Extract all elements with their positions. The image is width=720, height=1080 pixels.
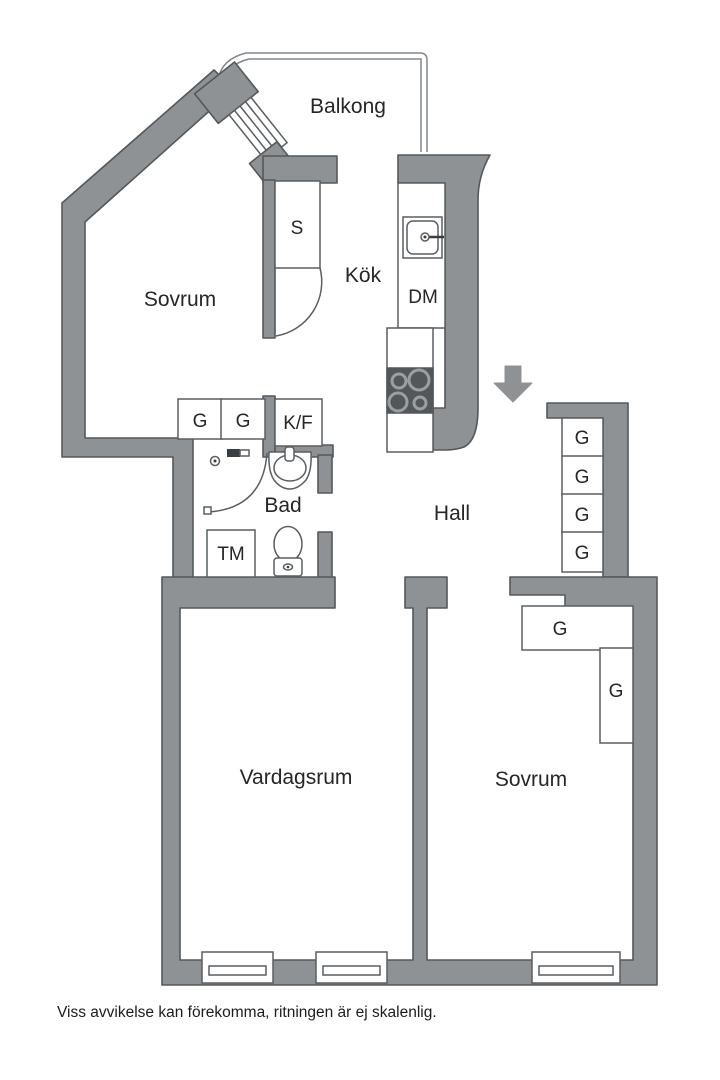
wardrobe-box	[561, 531, 604, 573]
toilet-bowl	[273, 525, 303, 563]
wall-bad-right-upper	[317, 454, 333, 494]
kitchen-sink-icon	[402, 216, 444, 259]
washbasin-tap	[284, 446, 295, 462]
balcony-railing-outer	[217, 52, 428, 152]
label-wardrobe-g: G	[553, 619, 568, 640]
window-frame	[531, 951, 621, 984]
window	[531, 951, 621, 984]
room-label-kok: Kök	[345, 264, 382, 287]
entrance-arrow-icon	[493, 365, 533, 403]
wall-s-closet	[262, 179, 276, 339]
room-label-bad: Bad	[264, 494, 301, 517]
sink-faucet-dot	[423, 235, 427, 239]
room-label-sovrum-bottom: Sovrum	[495, 768, 567, 791]
label-wardrobe-g: G	[236, 411, 251, 432]
washing-machine-box	[206, 529, 256, 578]
label-wardrobe-g: G	[575, 467, 590, 488]
label-wardrobe-g: G	[575, 505, 590, 526]
label-closet-s: S	[291, 218, 304, 239]
wardrobe-box	[220, 398, 266, 440]
wall-kitchen-right	[397, 154, 491, 451]
washbasin-icon	[268, 446, 312, 490]
shower-head-dot	[213, 459, 217, 463]
washbasin-outline	[268, 451, 312, 490]
label-wardrobe-g: G	[609, 681, 624, 702]
window-frame	[315, 951, 388, 984]
wardrobe-box	[521, 605, 634, 651]
window-glazing	[208, 965, 267, 976]
label-washing-machine: TM	[217, 544, 244, 565]
room-label-balkong: Balkong	[310, 95, 386, 118]
fridge-freezer-box	[274, 398, 323, 447]
window-glazing-line	[244, 101, 283, 148]
window-glazing-line	[239, 105, 277, 152]
shower-valve	[239, 449, 250, 457]
window-glazing	[322, 965, 381, 976]
window	[201, 951, 274, 984]
stove-icon	[386, 367, 434, 414]
stove-burner	[407, 368, 431, 392]
wardrobe-box	[561, 455, 604, 496]
stove-burner	[390, 372, 408, 390]
label-wardrobe-g: G	[575, 428, 590, 449]
label-wardrobe-g: G	[193, 411, 208, 432]
shower-tray-corner	[203, 506, 212, 515]
door-swing-arc	[275, 267, 323, 337]
shower-screen-arc	[208, 452, 268, 513]
window	[315, 951, 388, 984]
disclaimer-text: Viss avvikelse kan förekomma, ritningen …	[57, 1004, 437, 1021]
stove-burner	[387, 391, 409, 413]
room-label-vardagsrum: Vardagsrum	[240, 766, 353, 789]
stove-burner	[412, 395, 428, 411]
shower-mixer	[227, 449, 240, 457]
room-label-sovrum-top: Sovrum	[144, 288, 216, 311]
window-glazing-line	[233, 109, 272, 157]
wardrobe-box	[561, 417, 604, 458]
toilet-icon	[273, 525, 303, 577]
wardrobe-box	[599, 647, 634, 744]
s-closet-box	[274, 180, 321, 269]
wardrobe-box	[561, 493, 604, 534]
window-glazing	[538, 965, 614, 976]
wall-balcony-south	[262, 155, 338, 184]
wall-lower-complex	[161, 576, 658, 986]
label-fridge-freezer: K/F	[283, 413, 313, 434]
toilet-button-dot	[286, 565, 290, 569]
room-label-hall: Hall	[434, 502, 470, 525]
label-wardrobe-g: G	[575, 543, 590, 564]
wall-left-complex	[61, 69, 235, 580]
wall-bad-right-lower	[317, 531, 333, 579]
window-frame	[201, 951, 274, 984]
label-dishwasher: DM	[408, 287, 438, 308]
shower-icon	[203, 449, 268, 515]
